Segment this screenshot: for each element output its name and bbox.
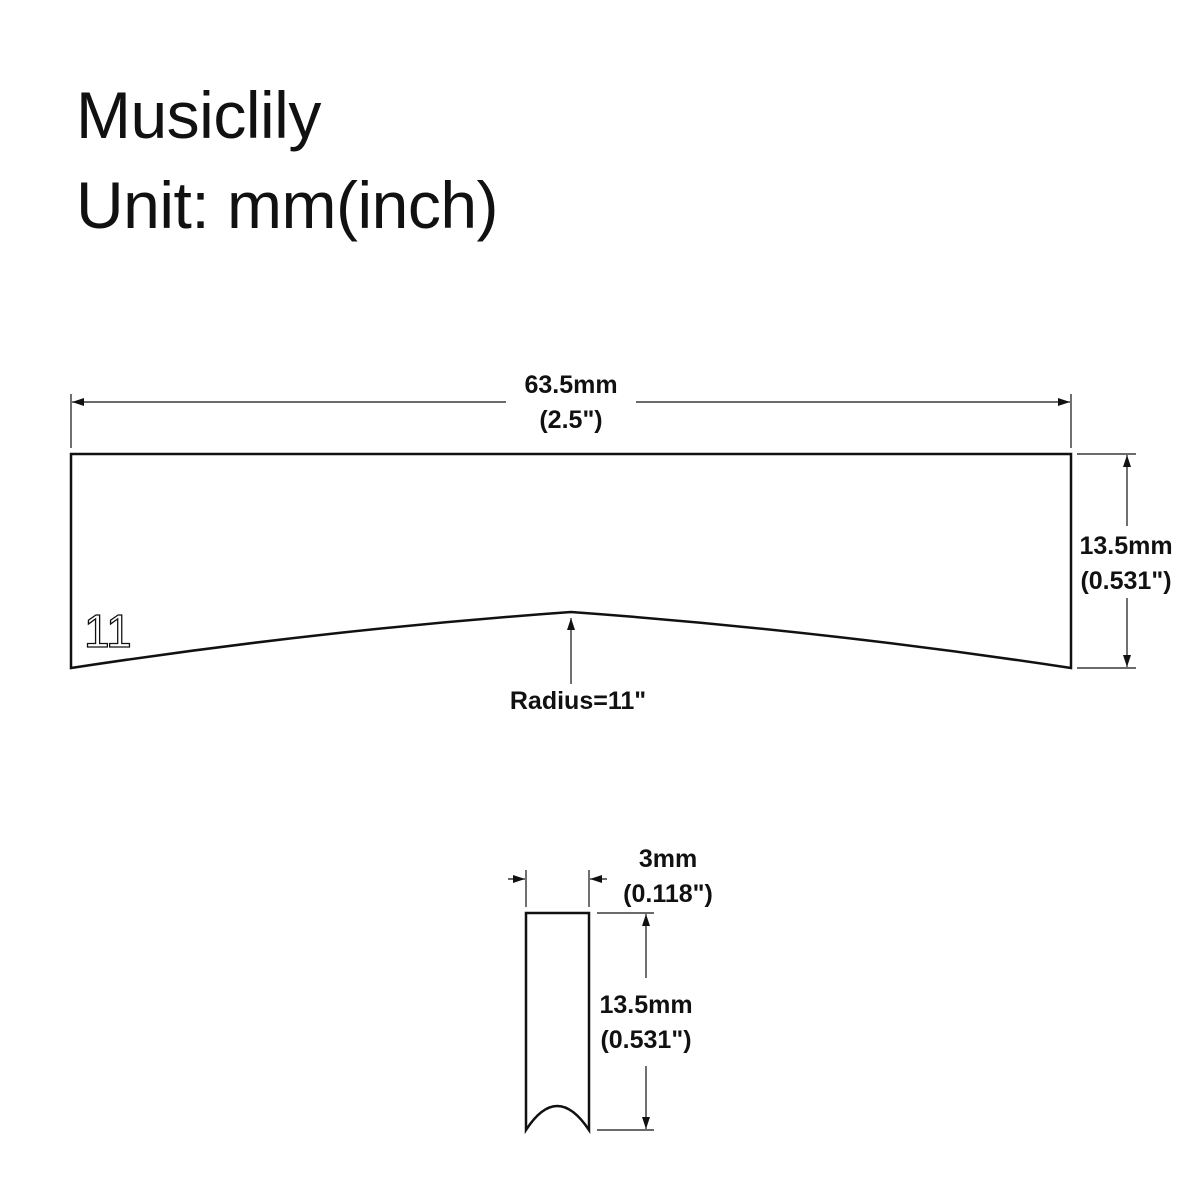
unit-note: Unit: mm(inch)	[76, 168, 499, 242]
side-view-outline	[524, 911, 591, 1135]
side-view: 3mm (0.118") 13.5mm (0.531")	[508, 845, 713, 1135]
radius-label: Radius=11"	[510, 687, 646, 715]
thickness-mm-label: 3mm	[639, 845, 697, 873]
width-inch-label: (2.5")	[539, 406, 602, 434]
front-view-outline	[69, 452, 1073, 670]
thickness-inch-label: (0.118")	[623, 880, 713, 908]
front-height-dimension: 13.5mm (0.531")	[1077, 453, 1173, 669]
side-height-dimension: 13.5mm (0.531")	[597, 912, 693, 1131]
side-height-inch-label: (0.531")	[600, 1026, 691, 1054]
front-height-inch-label: (0.531")	[1080, 567, 1171, 595]
engraved-radius-mark: 11	[84, 605, 132, 657]
diagram-header: Musiclily Unit: mm(inch)	[76, 70, 499, 250]
thickness-dimension: 3mm (0.118")	[508, 845, 713, 908]
side-height-mm-label: 13.5mm	[599, 991, 692, 1019]
front-height-mm-label: 13.5mm	[1079, 532, 1172, 560]
radius-callout: Radius=11"	[510, 618, 646, 715]
brand-title: Musiclily	[76, 78, 321, 152]
front-view: 11 63.5mm (2.5") 13.5mm (0.531") Radius=…	[69, 371, 1173, 715]
width-dimension: 63.5mm (2.5")	[70, 371, 1072, 448]
width-mm-label: 63.5mm	[524, 371, 617, 399]
